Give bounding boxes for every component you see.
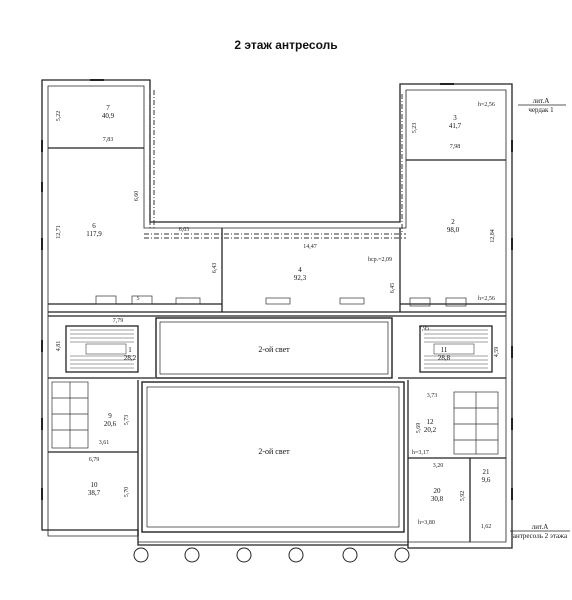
stamp-top-line2: чердак 1: [528, 106, 554, 114]
outer-walls: [41, 79, 513, 549]
dim-162: 1,62: [481, 524, 492, 530]
fixtures: [95, 295, 467, 307]
room-4-number: 4: [298, 266, 302, 274]
height-room-12: h=3,17: [412, 450, 429, 456]
dim-573: 5,73: [124, 415, 130, 426]
dim-1271: 12,71: [56, 225, 62, 239]
stamp-top-line1: лит.А: [533, 97, 550, 105]
room-1-area: 28,2: [124, 354, 137, 362]
height-room-4: hcp.=2,09: [368, 257, 392, 263]
room-21-number: 21: [483, 468, 491, 476]
room-labels: 7 40,9 6 117,9 4 92,3 3 41,7 2 98,0 1 28…: [86, 104, 491, 503]
height-room-20: h=3,80: [418, 520, 435, 526]
dim-5: 5: [137, 296, 140, 302]
dim-569: 5,69: [416, 423, 422, 434]
height-labels: h=2,56 h=2,56 h=3,17 h=3,80 hcp.=2,09: [368, 102, 495, 526]
stamp-bottom-right: лит.А антресоль 2 этажа: [510, 523, 570, 540]
dimension-labels: 5,22 7,83 6,60 12,71 6,03 14,47 6,43 6,4…: [56, 111, 500, 530]
room-21-area: 9,6: [482, 476, 491, 484]
room-12-number: 12: [427, 418, 435, 426]
dim-320: 3,20: [433, 463, 444, 469]
plan-title: 2 этаж антресоль: [234, 38, 338, 52]
dim-523: 5,23: [412, 123, 418, 134]
room-10-number: 10: [91, 481, 99, 489]
room-6-number: 6: [92, 222, 96, 230]
stairs-left: [70, 329, 134, 369]
dim-798: 7,98: [450, 144, 461, 150]
stamp-top-right: лит.А чердак 1: [518, 97, 566, 114]
void-areas: [141, 317, 405, 533]
room-20-number: 20: [434, 487, 442, 495]
room-2-number: 2: [451, 218, 455, 226]
room-3-number: 3: [453, 114, 457, 122]
room-2-area: 98,0: [447, 226, 460, 234]
dim-373: 3,73: [427, 393, 438, 399]
void-lower-label: 2-ой свет: [258, 447, 290, 456]
dim-481: 4,81: [56, 341, 62, 352]
windows: [41, 79, 513, 500]
room-4-area: 92,3: [294, 274, 307, 282]
room-11-area: 28,8: [438, 354, 451, 362]
dim-603: 6,03: [179, 227, 190, 233]
stamp-bottom-line2: антресоль 2 этажа: [513, 532, 568, 540]
room-1-number: 1: [128, 346, 132, 354]
room-20-area: 30,8: [431, 495, 444, 503]
dim-592: 5,92: [460, 491, 466, 502]
room-10-area: 38,7: [88, 489, 101, 497]
stamp-bottom-line1: лит.А: [532, 523, 549, 531]
height-room-2: h=2,56: [478, 296, 495, 302]
room-7-number: 7: [106, 104, 110, 112]
room-11-number: 11: [441, 346, 448, 354]
dim-679: 6,79: [89, 457, 100, 463]
room-3-area: 41,7: [449, 122, 462, 130]
dim-361: 3,61: [99, 440, 110, 446]
room-7-area: 40,9: [102, 112, 115, 120]
dim-1284: 12,84: [490, 229, 496, 243]
dim-459: 4,59: [494, 347, 500, 358]
dim-779: 7,79: [113, 318, 124, 324]
small-rooms-left: [51, 381, 89, 449]
void-upper-label: 2-ой свет: [258, 345, 290, 354]
small-rooms-right: [453, 391, 499, 455]
dim-645: 6,45: [390, 283, 396, 294]
room-12-area: 20,2: [424, 426, 437, 434]
dim-room7-side: 5,22: [56, 111, 62, 122]
columns: [133, 547, 410, 563]
dim-660: 6,60: [134, 191, 140, 202]
dim-795: 7,95: [419, 326, 430, 332]
dim-1447: 14,47: [303, 244, 317, 250]
room-9-number: 9: [108, 412, 112, 420]
dim-570: 5,70: [124, 487, 130, 498]
dim-643: 6,43: [212, 263, 218, 274]
stairs-right: [424, 329, 488, 369]
room-9-area: 20,6: [104, 420, 117, 428]
internal-walls: [48, 147, 506, 545]
dim-room7-width: 7,83: [103, 137, 114, 143]
room-6-area: 117,9: [86, 230, 102, 238]
partitions: [144, 90, 406, 239]
height-room-3: h=2,56: [478, 102, 495, 108]
